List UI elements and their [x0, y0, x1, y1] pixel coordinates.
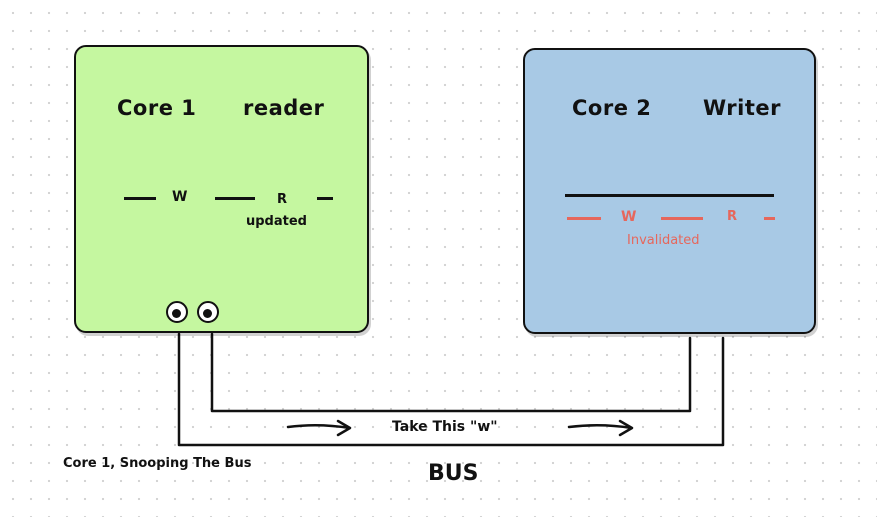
snoop-caption: Core 1, Snooping The Bus [63, 456, 252, 471]
arrow-left [286, 419, 352, 437]
core1-title: Core 1 [117, 96, 197, 120]
core1-cache-line-seg [124, 197, 156, 200]
core2-invalid-seg [764, 217, 775, 220]
arrow-right [567, 419, 634, 437]
core1-line-w: W [172, 189, 188, 205]
core2-title: Core 2 [572, 96, 652, 120]
bus-label: BUS [428, 461, 479, 486]
core2-box [523, 48, 816, 334]
core2-role: Writer [703, 96, 781, 120]
core2-invalid-seg [567, 217, 601, 220]
bus-message: Take This "w" [392, 419, 498, 435]
core1-cache-line-seg [215, 197, 255, 200]
core1-cache-line-seg [317, 197, 333, 200]
core2-invalid-seg [661, 217, 703, 220]
eye-icon [197, 301, 219, 323]
core2-line-r: R [727, 209, 738, 224]
core1-line-r: R [277, 192, 288, 207]
core2-cache-line [565, 194, 774, 197]
core2-line-w: W [621, 209, 637, 225]
eye-icon [166, 301, 188, 323]
core1-status: updated [246, 214, 307, 229]
core1-role: reader [243, 96, 325, 120]
core1-box [74, 45, 369, 333]
core2-status: Invalidated [627, 233, 700, 248]
outer-bus-wire [177, 332, 725, 447]
inner-bus-wire [210, 332, 692, 413]
